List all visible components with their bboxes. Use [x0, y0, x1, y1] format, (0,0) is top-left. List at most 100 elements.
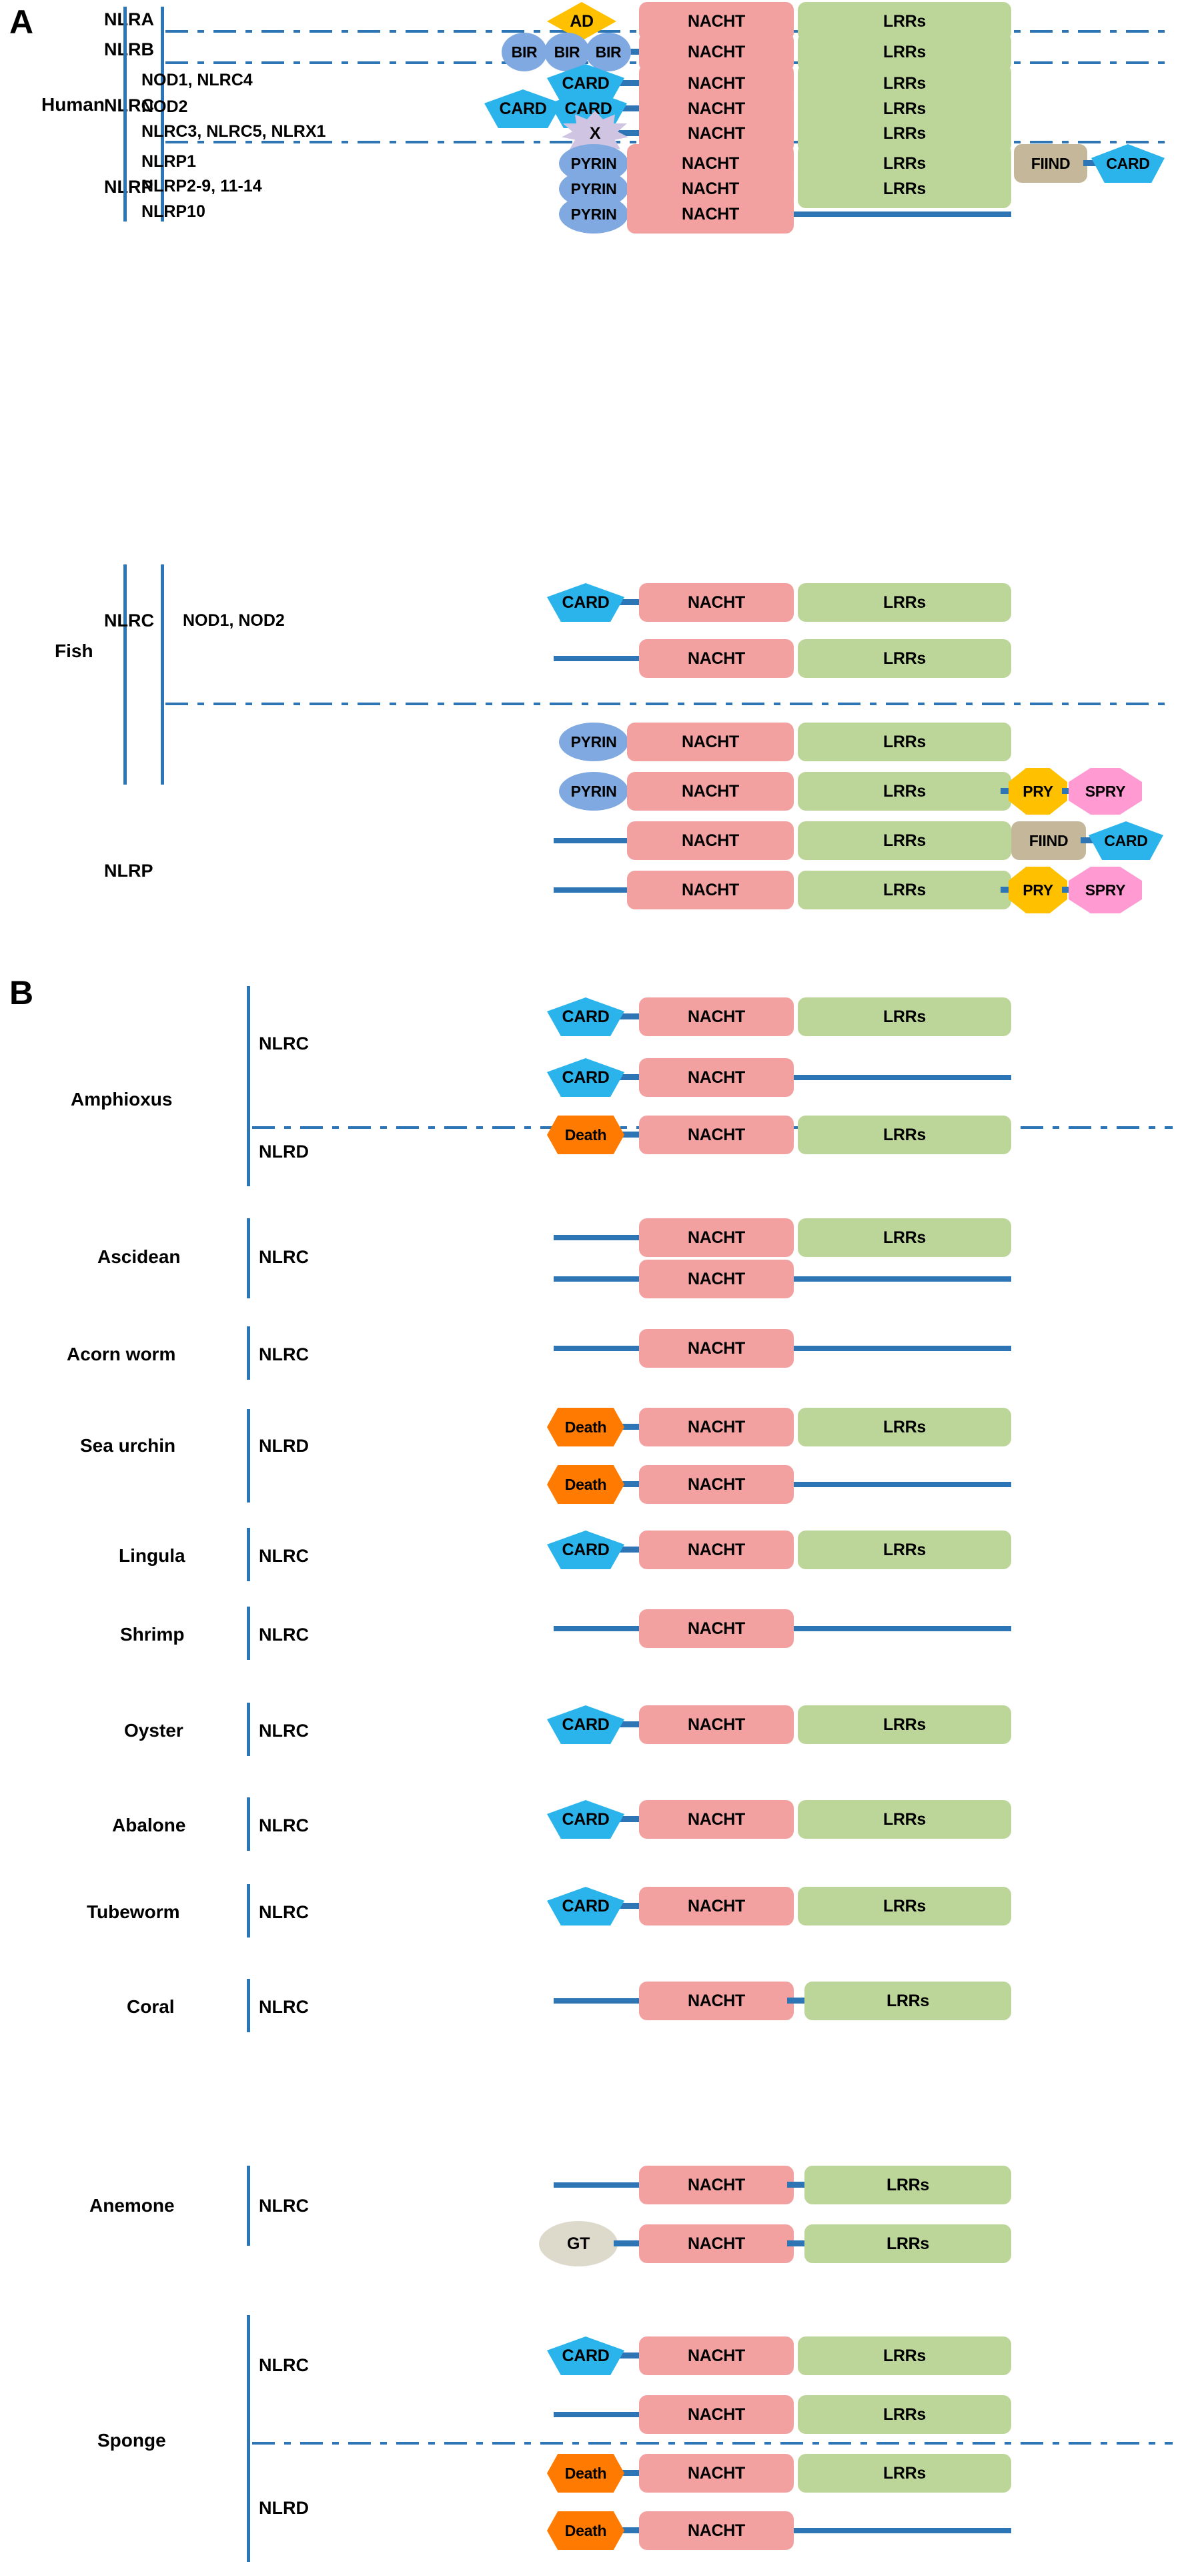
domain-nacht: NACHT [639, 1408, 794, 1446]
domain-lrrs: LRRs [798, 1800, 1011, 1839]
amphioxus-group-bar [247, 986, 250, 1186]
domain-nacht: NACHT [639, 997, 794, 1036]
domain-card: CARD [547, 2336, 624, 2375]
domain-pyrin: PYRIN [559, 772, 628, 811]
sponge-group-bar [247, 2315, 250, 2562]
architecture-row-seaurchin-1: Death NACHT LRRs [0, 1408, 1186, 1446]
architecture-row-seaurchin-2: Death NACHT [0, 1465, 1186, 1504]
architecture-row-abalone: CARD NACHT LRRs [0, 1800, 1186, 1839]
gene-label-nod1-nlrc4: NOD1, NLRC4 [141, 71, 253, 89]
domain-nacht: NACHT [639, 1218, 794, 1257]
domain-card: CARD [547, 583, 624, 622]
family-label-coral-nlrc: NLRC [259, 1997, 309, 2017]
domain-lrrs: LRRs [798, 1218, 1011, 1257]
family-label-nlrb: NLRB [104, 39, 154, 59]
architecture-row-oyster: CARD NACHT LRRs [0, 1705, 1186, 1744]
domain-nacht: NACHT [639, 1116, 794, 1154]
leading-line [554, 838, 632, 843]
ascidean-group-bar [247, 1218, 250, 1298]
domain-nacht: NACHT [639, 2395, 794, 2434]
family-label-ascidean-nlrc: NLRC [259, 1247, 309, 1267]
domain-spry: SPRY [1069, 768, 1142, 815]
organism-label-seaurchin: Sea urchin [80, 1435, 176, 1456]
separator-sponge-nlrc-nlrd [252, 2442, 1173, 2445]
domain-lrrs: LRRs [798, 1531, 1011, 1569]
connector-line [614, 1903, 642, 1909]
organism-label-anemone: Anemone [89, 2195, 175, 2216]
domain-nacht: NACHT [639, 2336, 794, 2375]
domain-card: CARD [547, 1887, 624, 1925]
organism-label-shrimp: Shrimp [120, 1624, 185, 1645]
connector-line [1081, 837, 1095, 843]
architecture-row-shrimp: NACHT [0, 1609, 1186, 1648]
connector-line [614, 2470, 642, 2476]
connector-line [614, 1816, 642, 1822]
domain-nacht: NACHT [639, 1329, 794, 1368]
family-label-sponge-nlrd: NLRD [259, 2498, 309, 2518]
domain-nacht: NACHT [639, 2224, 794, 2263]
domain-lrrs: LRRs [798, 1705, 1011, 1744]
human-subfamily-bar [123, 7, 127, 222]
connector-line [614, 2352, 642, 2358]
domain-bir: BIR [586, 33, 631, 71]
architecture-row-fish-nlrc-1: CARD NACHT LRRs [0, 583, 1186, 622]
domain-pry: PRY [1009, 768, 1067, 815]
leading-line [554, 2182, 642, 2188]
abalone-group-bar [247, 1797, 250, 1851]
family-label-lingula-nlrc: NLRC [259, 1546, 309, 1566]
gene-label-nlrp10: NLRP10 [141, 202, 205, 221]
domain-lrrs: LRRs [798, 1116, 1011, 1154]
family-label-abalone-nlrc: NLRC [259, 1815, 309, 1835]
domain-pry: PRY [1009, 867, 1067, 913]
domain-nacht: NACHT [639, 2454, 794, 2493]
architecture-row-tubeworm: CARD NACHT LRRs [0, 1887, 1186, 1925]
domain-card: CARD [547, 1705, 624, 1744]
domain-card: CARD [547, 1058, 624, 1097]
connector-line [614, 1547, 642, 1553]
lingula-group-bar [247, 1528, 250, 1581]
trailing-line [794, 1482, 1011, 1487]
family-label-amphioxus-nlrc: NLRC [259, 1033, 309, 1053]
family-label-nlrp-human: NLRP [104, 177, 153, 197]
family-label-anemone-nlrc: NLRC [259, 2196, 309, 2216]
family-label-nlrc-human: NLRC [104, 95, 154, 115]
architecture-row-sponge-nlrd-2: Death NACHT [0, 2511, 1186, 2550]
architecture-row-sponge-nlrd-1: Death NACHT LRRs [0, 2454, 1186, 2493]
oyster-group-bar [247, 1703, 250, 1756]
domain-death: Death [547, 1465, 624, 1504]
domain-nacht: NACHT [627, 772, 794, 811]
architecture-row-fish-nlrc-2: NACHT LRRs [0, 639, 1186, 678]
family-label-sponge-nlrc: NLRC [259, 2355, 309, 2375]
gene-label-nod2: NOD2 [141, 97, 188, 116]
family-label-amphioxus-nlrd: NLRD [259, 1142, 309, 1162]
family-label-seaurchin-nlrd: NLRD [259, 1436, 309, 1456]
leading-line [554, 887, 632, 893]
domain-lrrs: LRRs [798, 871, 1011, 909]
acornworm-group-bar [247, 1326, 250, 1380]
domain-nacht: NACHT [639, 1887, 794, 1925]
architecture-row-fish-nlrp-4: NACHT LRRs PRY SPRY [0, 867, 1186, 913]
organism-label-oyster: Oyster [124, 1720, 183, 1741]
domain-pyrin: PYRIN [559, 723, 628, 761]
leading-line [554, 1346, 642, 1351]
trailing-line [794, 211, 1011, 217]
architecture-row-sponge-nlrc-2: NACHT LRRs [0, 2395, 1186, 2434]
domain-bir: BIR [544, 33, 590, 71]
architecture-row-fish-nlrp-3: NACHT LRRs FIIND CARD [0, 821, 1186, 860]
family-label-shrimp-nlrc: NLRC [259, 1625, 309, 1645]
architecture-row-anemone-1: NACHT LRRs [0, 2166, 1186, 2204]
domain-lrrs: LRRs [798, 997, 1011, 1036]
domain-card: CARD [547, 997, 624, 1036]
domain-bir: BIR [502, 33, 547, 71]
connector-line [614, 1481, 642, 1487]
leading-line [554, 1998, 642, 2004]
panel-letter-a: A [9, 3, 34, 41]
organism-label-abalone: Abalone [112, 1815, 186, 1835]
architecture-row-amphioxus-nlrc-2: CARD NACHT [0, 1058, 1186, 1097]
gene-label-nlrc3-5-x1: NLRC3, NLRC5, NLRX1 [141, 122, 326, 141]
trailing-line [794, 2528, 1011, 2533]
architecture-row-amphioxus-nlrc-1: CARD NACHT LRRs [0, 997, 1186, 1036]
organism-label-sponge: Sponge [97, 2430, 166, 2451]
gene-label-nlrp1: NLRP1 [141, 152, 196, 171]
connector-line [614, 1721, 642, 1727]
